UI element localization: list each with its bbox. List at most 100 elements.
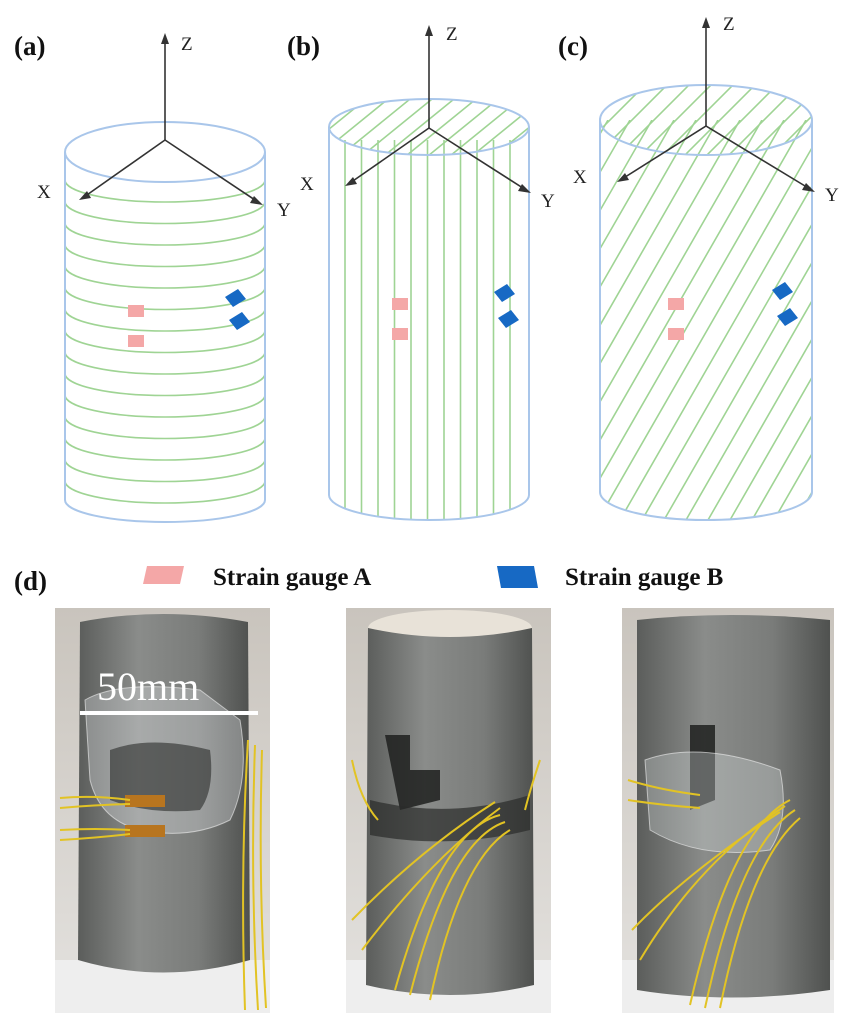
stripe-line <box>356 120 586 520</box>
gauge-a-mark <box>668 328 684 340</box>
panel-label-b: (b) <box>287 31 320 61</box>
stripe-line <box>180 120 410 520</box>
stripe-line <box>600 120 741 520</box>
lead-wires <box>351 759 541 1001</box>
stripe-line <box>685 120 812 520</box>
gauge-b-mark <box>225 289 246 307</box>
axis-label-x: X <box>573 167 587 188</box>
lead-wires <box>627 779 801 1009</box>
stripes-c <box>180 120 856 520</box>
stripe-line <box>329 99 394 155</box>
stripe-line <box>600 120 719 520</box>
legend-swatch-gauge-a <box>143 566 184 584</box>
strain-gauge-foil <box>125 795 165 807</box>
stripe-line <box>600 120 812 520</box>
axis-label-y: Y <box>825 185 839 206</box>
axis-label-y: Y <box>541 191 555 212</box>
gauge-b-mark <box>494 284 515 302</box>
stripe-line <box>65 437 265 461</box>
cylinder-c: Z X Y <box>180 14 856 521</box>
stripe-line <box>466 99 529 155</box>
tape <box>110 742 212 812</box>
scale-bar <box>80 711 258 715</box>
stripe-line <box>290 120 520 520</box>
stripe-line <box>600 85 629 155</box>
stripe-line <box>663 120 812 520</box>
stripe-line <box>65 201 265 225</box>
specimen-photo-1: 50mm <box>55 608 270 1013</box>
specimen-photo-2 <box>346 608 551 1013</box>
gauge-a-mark <box>668 298 684 310</box>
axis-label-y: Y <box>277 200 291 221</box>
cylinder-b-outline <box>328 127 530 521</box>
axis-label-z: Z <box>723 14 735 35</box>
stripe-line <box>600 120 697 520</box>
stripe-line <box>422 99 504 155</box>
stripe-line <box>600 85 673 155</box>
stripe-line <box>657 85 739 155</box>
cylinder-a: Z X Y <box>37 33 291 523</box>
stripe-line <box>600 120 807 520</box>
stripe-line <box>600 120 785 520</box>
stripe-line <box>679 85 761 155</box>
panel-label-c: (c) <box>558 31 588 61</box>
legend-label-gauge-a: Strain gauge A <box>213 564 371 591</box>
stripe-line <box>65 394 265 418</box>
legend: Strain gauge A Strain gauge B <box>143 564 723 591</box>
gauge-a-mark <box>392 328 408 340</box>
stripe-line <box>600 120 763 520</box>
strain-gauge-foil <box>125 825 165 837</box>
tape <box>690 725 715 810</box>
panel-label-d: (d) <box>14 566 47 596</box>
stripe-line <box>641 120 812 520</box>
lead-wires <box>59 739 267 1011</box>
stripe-line <box>729 120 812 520</box>
stripe-line <box>723 85 805 155</box>
axes-c: Z X Y <box>573 14 839 206</box>
stripe-line <box>600 85 651 155</box>
axes-b: Z X Y <box>300 24 555 212</box>
stripe-line <box>65 222 265 246</box>
stripe-line <box>818 120 856 520</box>
stripe-line <box>378 99 460 155</box>
stripe-line <box>767 85 812 155</box>
gauge-b-mark <box>229 312 250 330</box>
stripe-line <box>745 85 812 155</box>
stripe-line <box>840 120 856 520</box>
stripe-line <box>795 120 812 520</box>
stripe-line <box>635 85 717 155</box>
axis-label-x: X <box>37 182 51 203</box>
tape <box>385 735 440 810</box>
stripe-line <box>65 308 265 332</box>
stripe-line <box>600 120 675 520</box>
stripe-line <box>619 120 812 520</box>
gauge-b-mark <box>498 310 519 328</box>
stripe-line <box>707 120 812 520</box>
axes-a: Z X Y <box>37 33 291 221</box>
stripes-b <box>344 140 511 520</box>
stripe-line <box>400 99 482 155</box>
stripe-line <box>701 85 783 155</box>
gauge-a-mark <box>392 298 408 310</box>
stripe-line <box>65 244 265 268</box>
scale-bar-label: 50mm <box>97 664 199 709</box>
stripe-line <box>613 85 695 155</box>
gauge-a-mark <box>128 305 144 317</box>
stripe-line <box>65 373 265 397</box>
stripe-line <box>329 99 350 155</box>
stripe-line <box>600 85 607 155</box>
gauge-a-mark <box>128 335 144 347</box>
axis-label-z: Z <box>446 24 458 45</box>
panel-label-a: (a) <box>14 31 45 61</box>
stripe-line <box>751 120 812 520</box>
cylinder-b: Z X Y <box>300 24 555 521</box>
specimen-photo-3 <box>622 608 834 1013</box>
stripe-line <box>789 85 812 155</box>
legend-swatch-gauge-b <box>497 566 538 588</box>
plastic-wrap <box>644 751 784 853</box>
stripes-a <box>65 179 265 504</box>
stripe-line <box>65 459 265 483</box>
stripe-line <box>65 287 265 311</box>
stripe-line <box>224 120 454 520</box>
